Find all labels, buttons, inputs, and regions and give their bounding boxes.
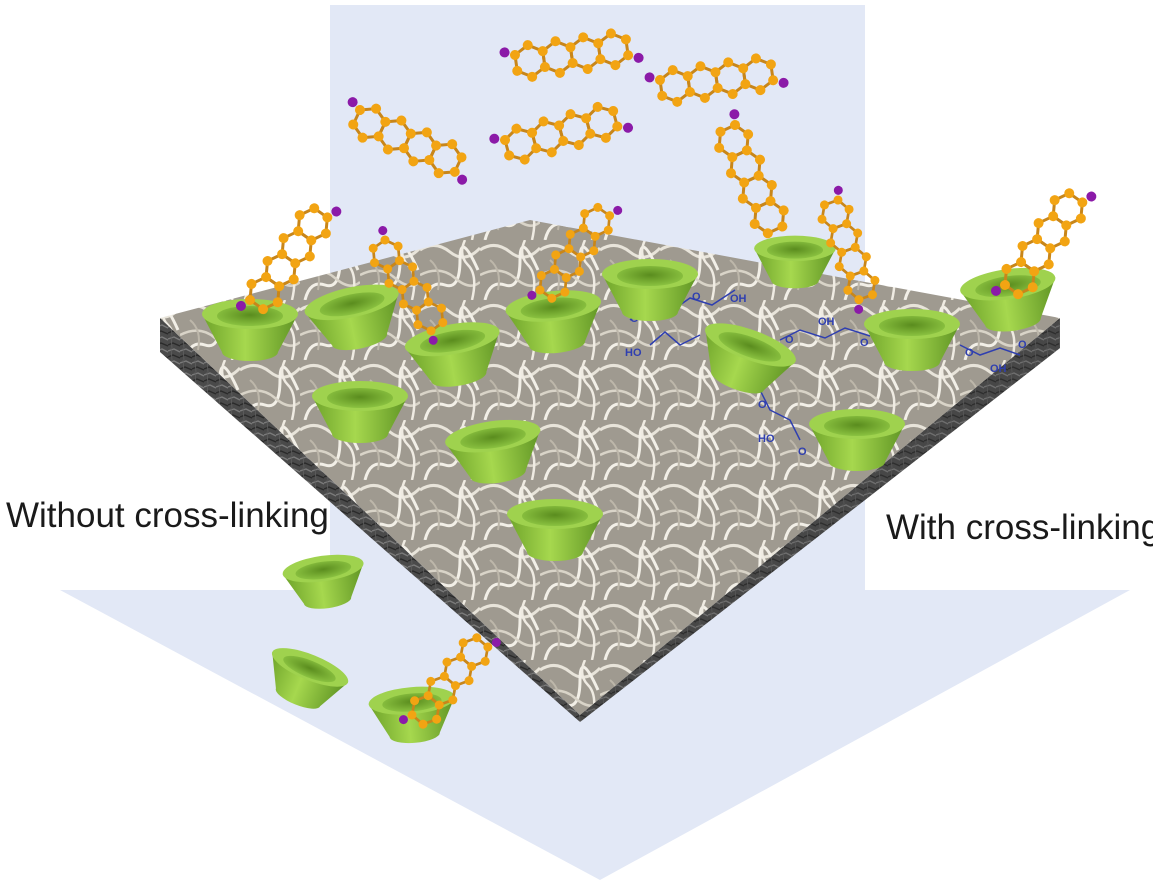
crosslinker-labels: OH OH HO HO OH O O O O O O O O [625, 291, 1027, 458]
without-crosslinking-label: Without cross-linking [6, 496, 329, 535]
oh-label: OH [818, 316, 835, 328]
o-label: O [1018, 339, 1027, 351]
oh-label: OH [730, 293, 747, 305]
membrane-slab [160, 220, 1060, 722]
o-label: O [758, 399, 767, 411]
o-label: O [692, 291, 701, 303]
membrane-top-surface [160, 220, 1060, 715]
ho-label: HO [758, 433, 775, 445]
ho-label: HO [625, 347, 642, 359]
with-crosslinking-label: With cross-linking [886, 508, 1153, 547]
o-label: O [785, 334, 794, 346]
o-label: O [798, 446, 807, 458]
oh-label: OH [990, 363, 1007, 375]
o-label: O [965, 347, 974, 359]
o-label: O [860, 337, 869, 349]
membrane-left-side [160, 318, 580, 722]
